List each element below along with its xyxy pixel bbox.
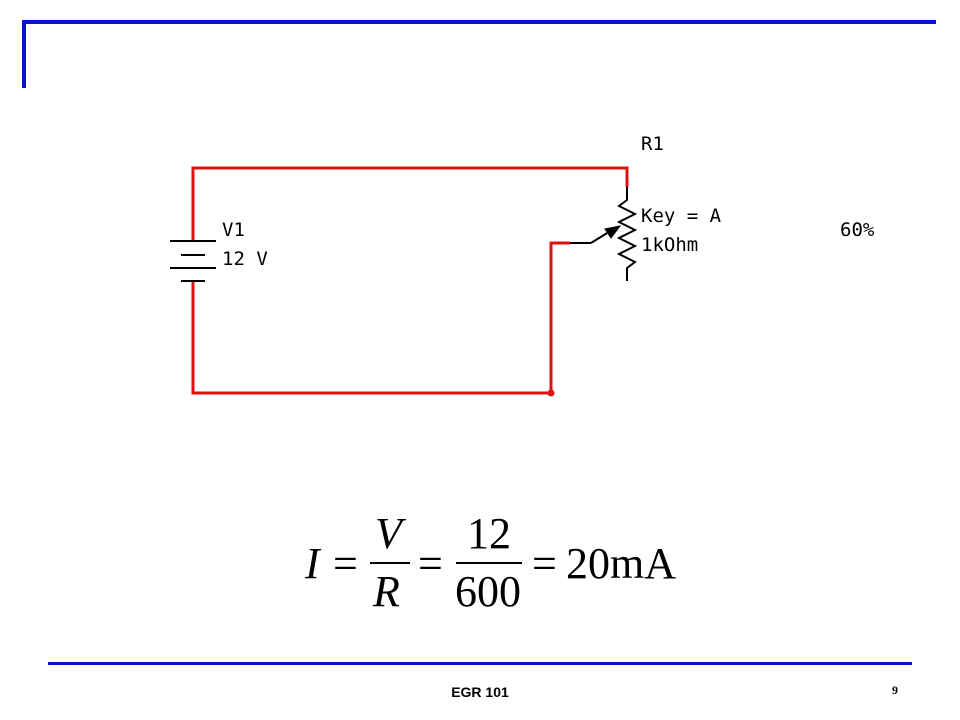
eq-resistance-symbol: R bbox=[372, 567, 400, 616]
wire-wiper bbox=[549, 241, 570, 393]
eq-numerator-12: 12 bbox=[467, 509, 511, 558]
frame-left-rule bbox=[22, 20, 26, 88]
wire-bottom bbox=[191, 282, 551, 395]
eq-denominator-600: 600 bbox=[455, 567, 521, 616]
pot-key-label: Key = A bbox=[641, 205, 722, 227]
potentiometer-symbol bbox=[570, 187, 638, 281]
page-number: 9 bbox=[892, 683, 898, 697]
pot-value-label: 1kOhm bbox=[641, 234, 698, 256]
source-ref-label: V1 bbox=[222, 219, 245, 241]
ohms-law-equation: I = V R = 12 600 = 20mA bbox=[304, 509, 676, 616]
circuit-schematic: V1 12 V R1 Key = A 1kOhm 60% bbox=[170, 133, 875, 397]
pot-setting-label: 60% bbox=[840, 219, 875, 241]
eq-equals-1: = bbox=[333, 539, 358, 588]
wire-junction bbox=[547, 389, 555, 397]
footer-course-title: EGR 101 bbox=[451, 684, 509, 700]
eq-current-symbol: I bbox=[304, 539, 322, 588]
eq-result-text: 20mA bbox=[566, 539, 676, 588]
footer-rule bbox=[48, 662, 912, 665]
pot-ref-label: R1 bbox=[641, 133, 664, 155]
eq-voltage-symbol: V bbox=[375, 509, 407, 558]
eq-result: 20mA bbox=[566, 539, 676, 588]
frame-top-rule bbox=[22, 20, 936, 24]
source-value-label: 12 V bbox=[222, 248, 268, 270]
eq-equals-3: = bbox=[532, 539, 557, 588]
eq-equals-2: = bbox=[418, 539, 443, 588]
battery-symbol bbox=[170, 240, 216, 282]
wire-top bbox=[191, 166, 629, 240]
